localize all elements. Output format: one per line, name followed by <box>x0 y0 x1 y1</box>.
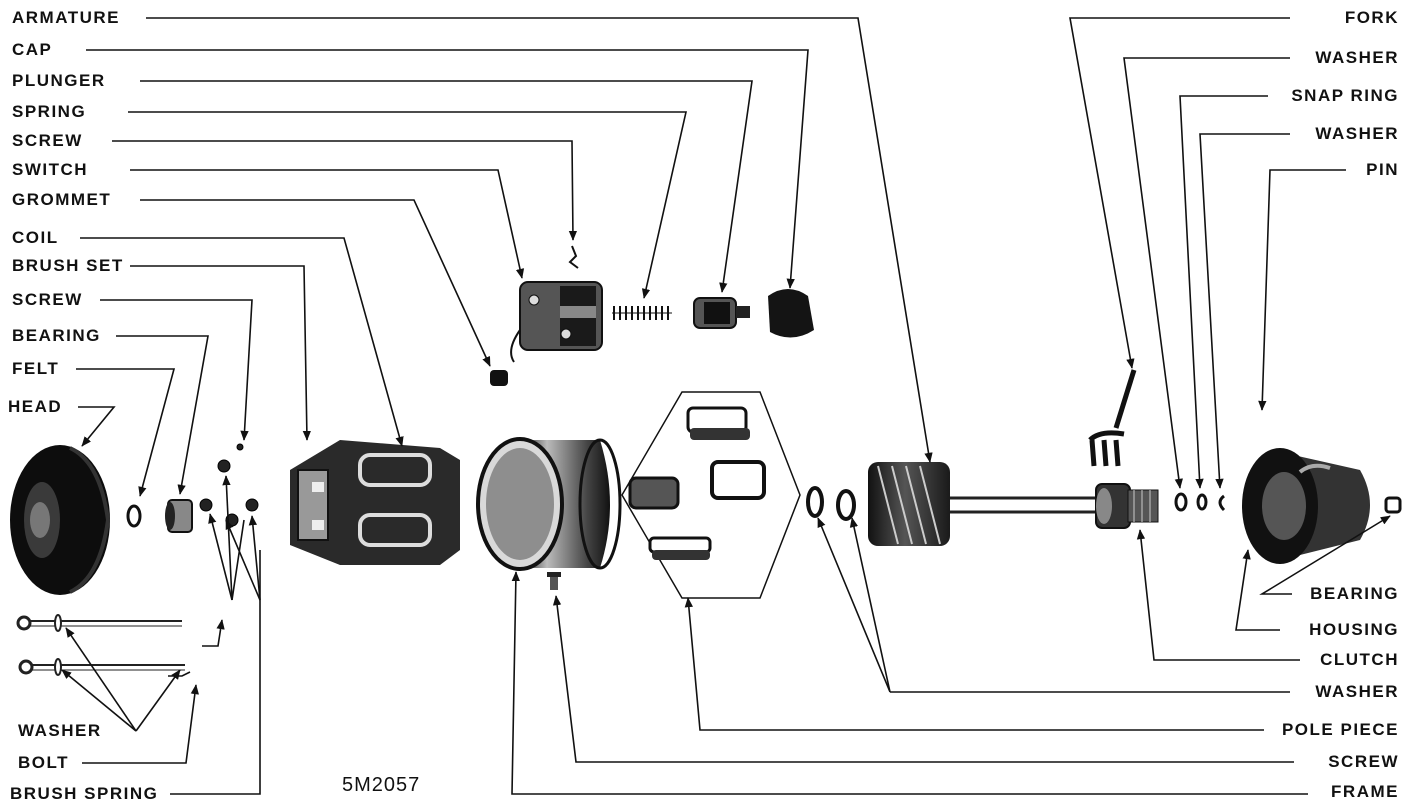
label-pole-piece: POLE PIECE <box>1281 720 1399 739</box>
leader-frame <box>511 571 1308 795</box>
brush-set-coil-part <box>290 440 460 565</box>
leader-brush-set <box>130 265 312 441</box>
label-switch: SWITCH <box>12 160 89 179</box>
leader-screw-right <box>552 595 1294 763</box>
leader-washer-top <box>1123 57 1290 489</box>
label-screw-top: SCREW <box>12 131 83 150</box>
label-washer-left: WASHER <box>18 721 102 740</box>
leader-brush-spring <box>170 550 261 795</box>
label-plunger: PLUNGER <box>12 71 106 90</box>
label-coil: COIL <box>12 228 59 247</box>
label-screw-mid: SCREW <box>12 290 83 309</box>
label-brush-spring: BRUSH SPRING <box>10 784 159 803</box>
leader-washer-mid <box>1199 133 1290 489</box>
switch-part <box>510 245 603 363</box>
leader-plunger <box>140 80 753 293</box>
leader-brush-spring-e <box>222 475 233 601</box>
label-clutch: CLUTCH <box>1320 650 1399 669</box>
figure-code: 5M2057 <box>342 774 421 796</box>
label-grommet: GROMMET <box>12 190 112 209</box>
felt-part <box>126 504 142 528</box>
leader-washer-a <box>65 627 137 732</box>
leader-clutch <box>1136 529 1300 661</box>
leader-housing <box>1235 549 1280 631</box>
leader-felt <box>76 368 176 497</box>
label-screw-right: SCREW <box>1328 752 1399 771</box>
label-bolt: BOLT <box>18 753 70 772</box>
label-washer-bottom: WASHER <box>1315 682 1399 701</box>
leader-pin <box>1258 169 1346 411</box>
leader-screw-top <box>112 140 578 241</box>
leader-washer-b <box>61 669 137 732</box>
pin-part <box>1384 496 1402 514</box>
frame-part <box>476 437 622 571</box>
label-pin: PIN <box>1366 160 1399 179</box>
label-housing: HOUSING <box>1309 620 1399 639</box>
clutch-washers-part <box>1174 492 1226 512</box>
leader-fork <box>1069 17 1290 369</box>
leader-bearing <box>116 335 209 495</box>
leader-bolt-a <box>202 619 225 647</box>
label-armature: ARMATURE <box>12 8 121 27</box>
frame-screw-part <box>547 572 561 590</box>
leader-armature <box>146 17 933 463</box>
label-bearing-left: BEARING <box>12 326 101 345</box>
leader-bearing-right <box>1259 515 1391 595</box>
label-cap: CAP <box>12 40 53 59</box>
leader-grommet <box>140 199 491 367</box>
leader-pole-piece <box>684 597 1264 731</box>
plunger-part <box>693 297 750 329</box>
label-spring: SPRING <box>12 102 87 121</box>
parts <box>10 245 1402 676</box>
leader-washer-bottom-b <box>849 517 891 693</box>
leader-brush-spring-b <box>248 515 261 601</box>
leader-snap-ring <box>1179 95 1268 489</box>
leader-lines <box>61 17 1391 795</box>
leader-spring <box>128 111 688 299</box>
label-felt: FELT <box>12 359 60 378</box>
pole-piece-part <box>621 391 801 599</box>
grommet-part <box>490 370 508 386</box>
spring-part <box>612 306 672 320</box>
small-screws-part <box>199 443 259 527</box>
through-bolts-part <box>16 614 185 676</box>
label-fork: FORK <box>1344 8 1399 27</box>
label-snap-ring: SNAP RING <box>1291 86 1399 105</box>
leader-bolt-c <box>82 684 199 764</box>
leader-head <box>78 406 116 447</box>
cap-part <box>768 289 814 338</box>
housing-part <box>1242 448 1370 564</box>
leader-screw-mid <box>100 299 253 441</box>
label-head: HEAD <box>8 397 63 416</box>
armature-part <box>836 462 1096 546</box>
bearing-bushing-part <box>165 499 193 533</box>
label-frame: FRAME <box>1331 782 1399 801</box>
leader-brush-spring-a <box>225 519 261 601</box>
armature-washer-part <box>806 486 824 518</box>
fork-part <box>1088 369 1137 467</box>
leader-coil <box>80 237 404 447</box>
leader-switch <box>130 169 525 279</box>
label-brush-set: BRUSH SET <box>12 256 124 275</box>
leader-cap <box>86 49 809 289</box>
label-washer-top: WASHER <box>1315 48 1399 67</box>
label-washer-mid: WASHER <box>1315 124 1399 143</box>
label-bearing-right: BEARING <box>1310 584 1399 603</box>
head-part <box>10 445 111 595</box>
leader-washer-c <box>135 669 181 732</box>
leader-brush-spring-d <box>231 519 245 601</box>
clutch-part <box>1095 483 1159 529</box>
leader-brush-spring-c <box>208 513 233 601</box>
leader-washer-bottom-a <box>817 517 891 693</box>
